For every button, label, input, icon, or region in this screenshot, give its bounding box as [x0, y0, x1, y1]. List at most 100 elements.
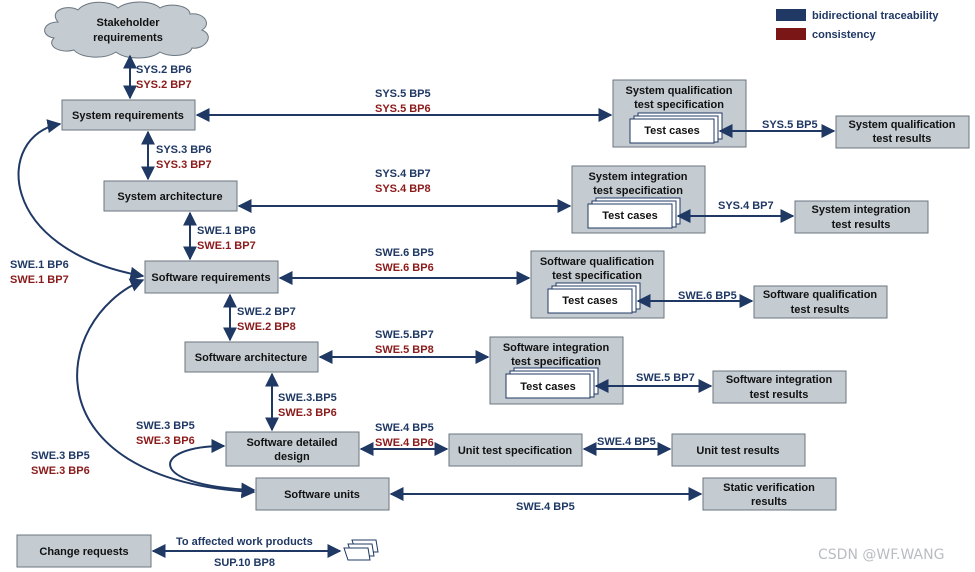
- sw-qual-res-line2: test results: [791, 304, 850, 316]
- sys-qual-spec-line2: test specification: [634, 99, 724, 111]
- label-swe1-left-bp6: SWE.1 BP6: [10, 259, 69, 271]
- label-swe3-left-bp5: SWE.3 BP5: [31, 450, 90, 462]
- sys-qual-spec-line1: System qualification: [626, 85, 733, 97]
- label-sys4-bp8: SYS.4 BP8: [375, 183, 431, 195]
- label-swe3-v-bp5: SWE.3.BP5: [278, 392, 337, 404]
- software-qualification-spec-box[interactable]: Software qualification test specificatio…: [530, 250, 665, 319]
- sw-int-spec-line1: Software integration: [503, 342, 610, 354]
- label-sys3-bp7: SYS.3 BP7: [156, 159, 212, 171]
- label-swe1-bp7: SWE.1 BP7: [197, 240, 256, 252]
- system-architecture-box[interactable]: System architecture: [103, 180, 238, 212]
- label-swe3-left-bp6: SWE.3 BP6: [31, 465, 90, 477]
- label-swe6-bp5: SWE.6 BP5: [375, 247, 434, 259]
- change-requests-label: Change requests: [39, 546, 128, 558]
- software-detailed-design-box[interactable]: Software detailed design: [225, 431, 360, 467]
- system-qualification-spec-box[interactable]: System qualification test specification …: [612, 79, 747, 148]
- curve-swreq-swunits: [76, 278, 256, 499]
- legend-swatch-traceability: [776, 9, 806, 21]
- sw-int-res-line2: test results: [750, 389, 809, 401]
- software-detailed-line1: Software detailed: [246, 437, 337, 449]
- label-swe4-bp6: SWE.4 BP6: [375, 437, 434, 449]
- sw-int-spec-line2: test specification: [511, 356, 601, 368]
- unit-test-specification-box[interactable]: Unit test specification: [448, 433, 583, 467]
- test-cases-sys-int: Test cases: [602, 210, 657, 222]
- label-sys2-bp7: SYS.2 BP7: [136, 79, 192, 91]
- label-swe6-bp6: SWE.6 BP6: [375, 262, 434, 274]
- affected-work-products-icon: [343, 539, 379, 561]
- label-sup10-bp8: SUP.10 BP8: [214, 557, 275, 569]
- sys-qual-res-line2: test results: [873, 133, 932, 145]
- label-swe4-bp5: SWE.4 BP5: [375, 422, 434, 434]
- system-integration-results-box[interactable]: System integration test results: [794, 200, 929, 234]
- stakeholder-line1: Stakeholder: [97, 17, 161, 29]
- legend-swatch-consistency: [776, 28, 806, 40]
- test-cases-sw-qual: Test cases: [562, 295, 617, 307]
- system-integration-spec-box[interactable]: System integration test specification Te…: [571, 165, 706, 234]
- software-detailed-line2: design: [274, 451, 310, 463]
- stakeholder-requirements-cloud[interactable]: Stakeholder requirements: [44, 1, 209, 59]
- unit-test-spec-label: Unit test specification: [458, 445, 573, 457]
- stakeholder-line2: requirements: [93, 32, 163, 44]
- software-architecture-label: Software architecture: [195, 352, 307, 364]
- watermark: CSDN @WF.WANG: [818, 547, 944, 563]
- sys-int-spec-line2: test specification: [593, 185, 683, 197]
- label-swe3-v-bp6: SWE.3 BP6: [278, 407, 337, 419]
- system-architecture-label: System architecture: [117, 191, 222, 203]
- software-units-label: Software units: [284, 489, 360, 501]
- doc-stack-front: [629, 118, 715, 144]
- legend-label-traceability: bidirectional traceability: [812, 10, 939, 22]
- label-swe4-bottom: SWE.4 BP5: [516, 501, 575, 513]
- label-swe1-bp6: SWE.1 BP6: [197, 225, 256, 237]
- label-swe4-res: SWE.4 BP5: [597, 436, 656, 448]
- label-sys2-bp6: SYS.2 BP6: [136, 64, 192, 76]
- sys-int-res-line2: test results: [832, 219, 891, 231]
- change-requests-box[interactable]: Change requests: [16, 534, 152, 568]
- label-sys4-res: SYS.4 BP7: [718, 200, 774, 212]
- system-requirements-label: System requirements: [72, 110, 184, 122]
- label-swe5-res: SWE.5 BP7: [636, 372, 695, 384]
- legend: bidirectional traceability consistency: [776, 9, 939, 41]
- system-qualification-results-box[interactable]: System qualification test results: [835, 115, 970, 149]
- static-verification-results-box[interactable]: Static verification results: [702, 477, 837, 511]
- sys-qual-res-line1: System qualification: [849, 119, 956, 131]
- static-ver-line2: results: [751, 496, 787, 508]
- software-integration-results-box[interactable]: Software integration test results: [712, 370, 847, 404]
- sys-int-res-line1: System integration: [811, 204, 910, 216]
- label-swe2-bp7: SWE.2 BP7: [237, 306, 296, 318]
- label-swe1-left-bp7: SWE.1 BP7: [10, 274, 69, 286]
- sys-int-spec-line1: System integration: [588, 171, 687, 183]
- label-swe3-mid-bp6: SWE.3 BP6: [136, 435, 195, 447]
- label-sys5-bp5: SYS.5 BP5: [375, 88, 431, 100]
- label-sys5-res: SYS.5 BP5: [762, 119, 818, 131]
- label-sys4-bp7: SYS.4 BP7: [375, 168, 431, 180]
- unit-test-res-label: Unit test results: [696, 445, 779, 457]
- software-architecture-box[interactable]: Software architecture: [184, 341, 319, 373]
- software-units-box[interactable]: Software units: [255, 477, 390, 511]
- label-swe5-bp7: SWE.5.BP7: [375, 329, 434, 341]
- test-cases-sys-qual: Test cases: [644, 125, 699, 137]
- test-cases-sw-int: Test cases: [520, 381, 575, 393]
- doc-stack-front: [547, 288, 633, 314]
- label-swe3-mid-bp5: SWE.3 BP5: [136, 420, 195, 432]
- label-sys3-bp6: SYS.3 BP6: [156, 144, 212, 156]
- software-requirements-box[interactable]: Software requirements: [144, 260, 279, 294]
- sw-qual-spec-line1: Software qualification: [540, 256, 655, 268]
- doc-stack-front: [587, 203, 673, 229]
- curve-swdetailed-swunits: [169, 439, 256, 497]
- curve-sysreq-swreq: [17, 119, 145, 281]
- static-ver-line1: Static verification: [723, 482, 815, 494]
- software-requirements-label: Software requirements: [151, 272, 270, 284]
- label-swe2-bp8: SWE.2 BP8: [237, 321, 296, 333]
- label-swe6-res: SWE.6 BP5: [678, 290, 737, 302]
- software-integration-spec-box[interactable]: Software integration test specification …: [489, 336, 624, 405]
- legend-label-consistency: consistency: [812, 29, 876, 41]
- label-swe5-bp8: SWE.5 BP8: [375, 344, 434, 356]
- system-requirements-box[interactable]: System requirements: [61, 99, 196, 131]
- label-sys5-bp6: SYS.5 BP6: [375, 103, 431, 115]
- software-qualification-results-box[interactable]: Software qualification test results: [753, 285, 888, 319]
- doc-stack-front: [505, 373, 591, 399]
- unit-test-results-box[interactable]: Unit test results: [671, 433, 806, 467]
- label-affected-work-products: To affected work products: [176, 536, 313, 548]
- sw-int-res-line1: Software integration: [726, 374, 833, 386]
